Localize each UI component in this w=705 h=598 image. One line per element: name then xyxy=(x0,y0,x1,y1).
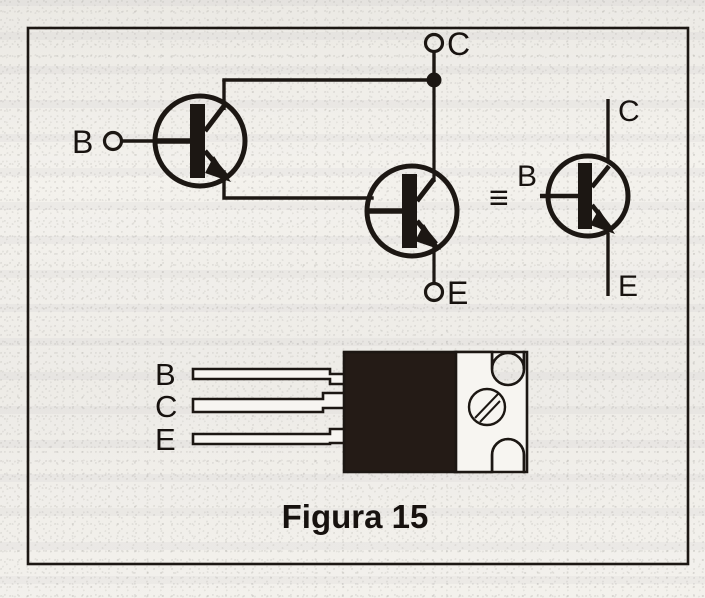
package-pin-label-c: C xyxy=(155,389,177,424)
label-c-top: C xyxy=(447,26,470,62)
equivalent-npn-symbol: B C E xyxy=(517,95,640,303)
figure-caption: Figura 15 xyxy=(282,498,429,535)
package-pin-label-e: E xyxy=(155,422,176,457)
terminal-b-open-circle xyxy=(102,130,124,152)
equivalence-sign: ≡ xyxy=(489,179,509,217)
package-mounting-hole xyxy=(467,387,507,427)
equivalent-envelope xyxy=(545,153,631,239)
label-b-left: B xyxy=(72,124,93,160)
label-e-equivalent: E xyxy=(618,270,638,303)
transistor-q2-base-bar xyxy=(402,174,417,248)
package-lead-b xyxy=(191,367,347,386)
to-220-package: B C E xyxy=(155,350,529,474)
package-body xyxy=(342,350,458,474)
screw-hole-circle xyxy=(467,387,507,427)
screw-slot-line-1 xyxy=(474,393,499,419)
equivalent-collector-slant xyxy=(590,164,611,189)
transistor-q2-envelope xyxy=(364,163,460,259)
transistor-q1-base-bar xyxy=(190,104,205,178)
label-c-equivalent: C xyxy=(618,95,640,128)
darlington-pair-circuit: B C E xyxy=(72,26,470,311)
figure-border xyxy=(26,26,690,566)
package-pin-label-b: B xyxy=(155,357,176,392)
terminal-c-open-circle xyxy=(423,32,445,54)
package-lead-c xyxy=(191,391,347,414)
transistor-q1-emitter-arrow xyxy=(205,156,231,182)
terminal-e-open-circle xyxy=(423,281,445,303)
package-lead-e xyxy=(191,427,347,446)
transistor-q2-collector-lead xyxy=(415,177,436,203)
transistor-q1 xyxy=(152,93,248,189)
screw-slot-line-2 xyxy=(479,400,501,423)
transistor-q1-envelope xyxy=(152,93,248,189)
equivalent-emitter-arrow xyxy=(590,209,615,234)
transistor-q2-emitter-arrow xyxy=(415,224,441,250)
label-e-bottom: E xyxy=(447,275,468,311)
equivalent-base-bar xyxy=(578,163,592,229)
package-tab-outline xyxy=(453,350,529,474)
transistor-q1-collector-lead xyxy=(203,104,226,133)
terminal-b-left xyxy=(102,130,160,152)
label-b-equivalent: B xyxy=(517,160,537,193)
transistor-q2 xyxy=(364,163,460,259)
wire-q1-emitter-to-q2-base xyxy=(222,170,374,200)
